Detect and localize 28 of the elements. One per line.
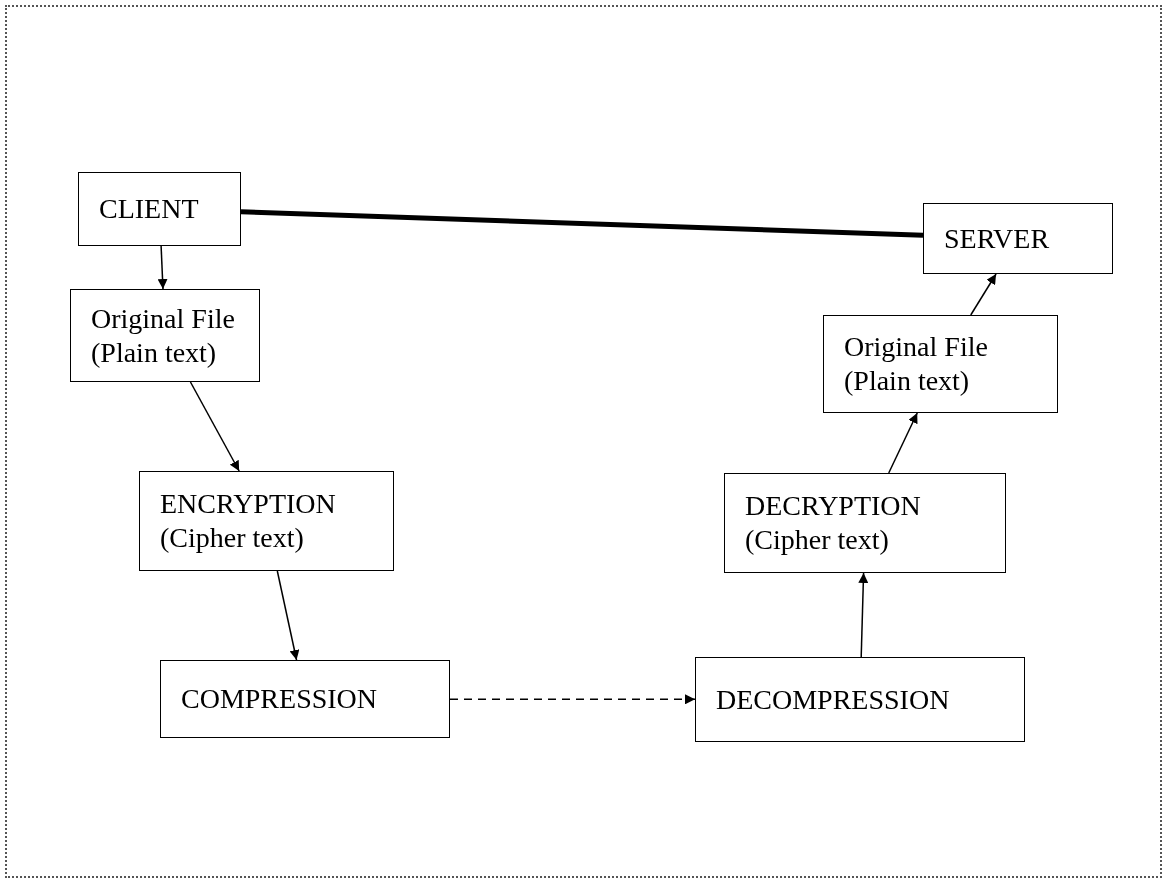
arrow	[189, 381, 240, 472]
box-text: Original File	[844, 330, 989, 364]
arrow	[858, 572, 869, 658]
arrow	[888, 412, 918, 474]
box-text: SERVER	[944, 221, 1051, 256]
arrow	[276, 570, 300, 661]
process-box	[78, 172, 241, 246]
box-text: DECRYPTION	[745, 489, 922, 523]
process-box	[70, 289, 260, 382]
box-text: (Plain text)	[844, 364, 971, 398]
box-text: CLIENT	[99, 192, 200, 226]
connector-line	[240, 209, 924, 238]
box-text: (Cipher text)	[745, 523, 890, 557]
process-box	[160, 660, 450, 738]
arrow	[970, 273, 997, 316]
box-text: COMPRESSION	[181, 682, 379, 716]
process-box	[139, 471, 394, 571]
box-text: (Plain text)	[91, 335, 218, 370]
process-box	[823, 315, 1058, 413]
process-box	[724, 473, 1006, 573]
process-box	[923, 203, 1113, 274]
arrow	[449, 694, 696, 705]
box-text: Original File	[91, 301, 236, 336]
arrow	[157, 245, 168, 290]
process-box	[695, 657, 1025, 742]
box-text: ENCRYPTION	[160, 487, 337, 521]
box-text: (Cipher text)	[160, 521, 305, 555]
box-text: DECOMPRESSION	[716, 682, 951, 717]
